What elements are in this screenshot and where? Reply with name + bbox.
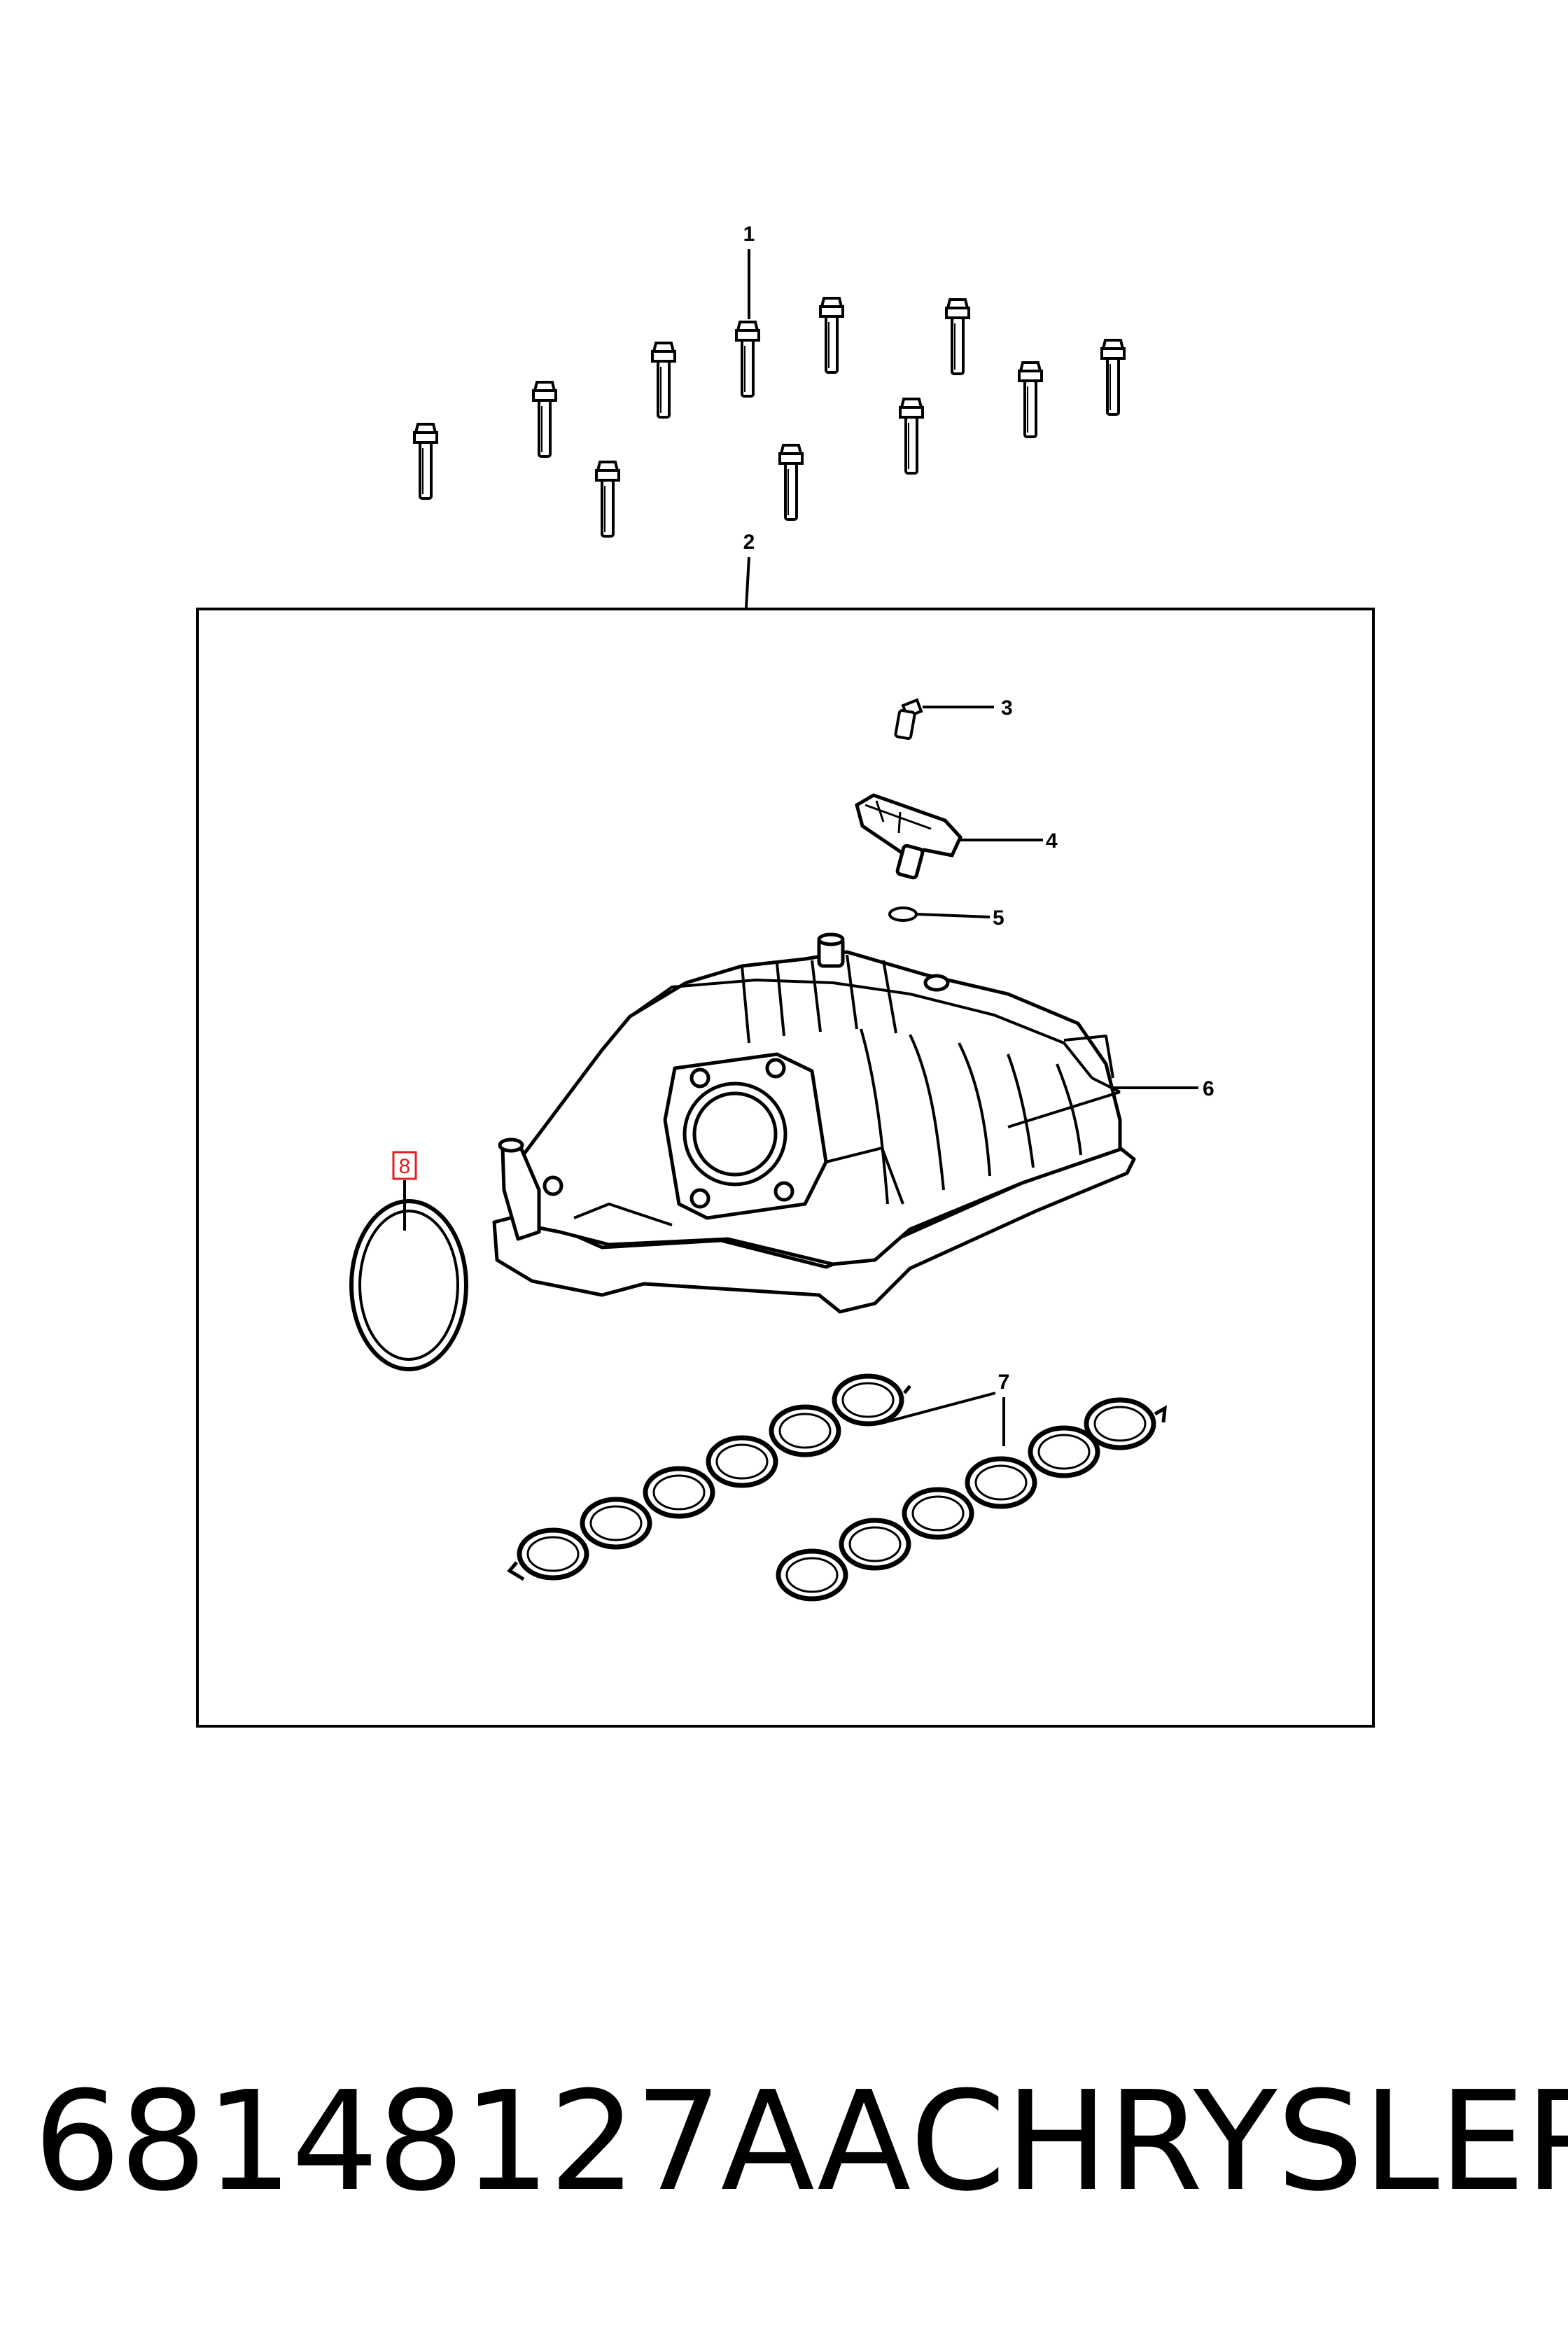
throttle-body-seal xyxy=(349,1180,468,1371)
bolt xyxy=(651,342,676,419)
callout-4-number: 4 xyxy=(1046,830,1058,853)
callout-5: 5 xyxy=(993,906,1004,930)
callout-6: 6 xyxy=(1112,1077,1214,1100)
callout-8-highlight xyxy=(392,1151,417,1180)
callout-1: 1 xyxy=(743,223,755,319)
sensor-screw xyxy=(894,698,994,740)
bolt xyxy=(595,461,620,538)
bolt xyxy=(778,444,804,521)
bolt xyxy=(735,321,760,398)
assembly-frame xyxy=(196,608,1375,1728)
callout-8: 8 xyxy=(392,1151,417,1180)
callout-6-number: 6 xyxy=(1203,1077,1214,1100)
callout-2: 2 xyxy=(743,531,755,608)
bolt xyxy=(819,297,844,374)
bolt xyxy=(532,381,557,458)
callout-2-number: 2 xyxy=(743,531,755,554)
map-sensor xyxy=(855,793,1043,880)
o-ring xyxy=(888,906,990,922)
callout-8-number: 8 xyxy=(399,1155,411,1178)
part-number-caption: 68148127AA xyxy=(34,2062,911,2222)
bolt xyxy=(945,298,970,375)
callout-4: 4 xyxy=(1046,830,1058,853)
bolt xyxy=(1100,339,1126,416)
intake-manifold xyxy=(492,932,1136,1314)
brand-caption: CHRYSLER xyxy=(910,2062,1568,2222)
callout-3: 3 xyxy=(1001,696,1013,720)
bolt xyxy=(899,398,924,475)
callout-7: 7 xyxy=(878,1371,1010,1446)
callout-5-number: 5 xyxy=(993,906,1004,930)
bolt xyxy=(413,423,438,500)
bolt-group xyxy=(413,297,1126,538)
manifold-gasket-left xyxy=(507,1373,911,1581)
callout-3-number: 3 xyxy=(1001,696,1013,720)
manifold-gasket-right xyxy=(776,1397,1167,1602)
bolt xyxy=(1018,361,1043,438)
callout-1-number: 1 xyxy=(743,223,755,246)
callout-7-number: 7 xyxy=(998,1371,1010,1394)
